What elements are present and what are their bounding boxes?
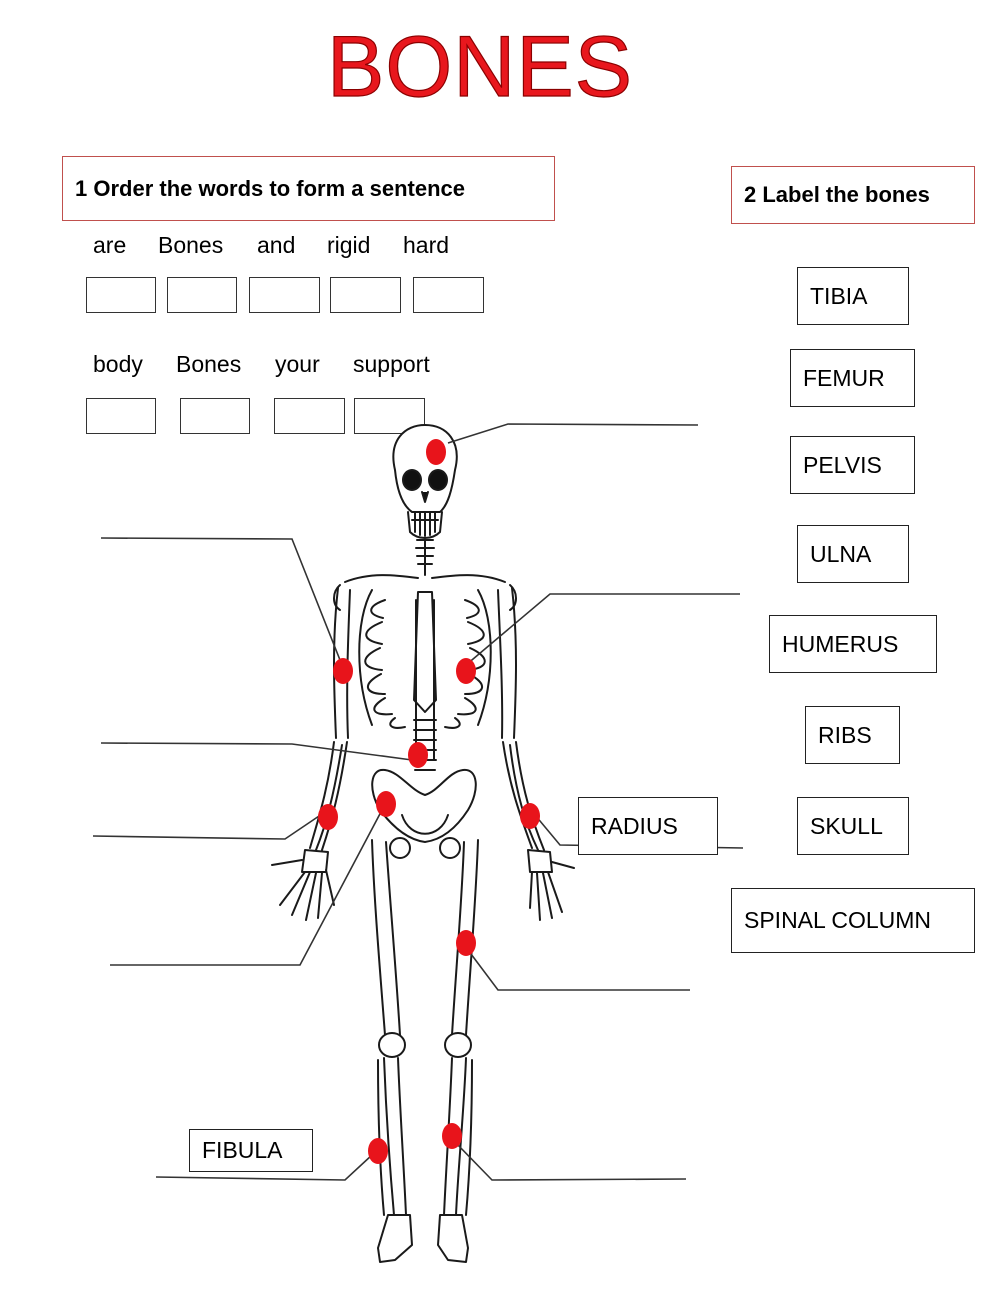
answer-slot[interactable] (413, 277, 484, 313)
exercise-2-heading-text: 2 Label the bones (744, 182, 930, 207)
exercise-1-heading: 1 Order the words to form a sentence (62, 156, 555, 221)
word-tile[interactable]: support (353, 351, 430, 377)
leader-line (92, 811, 326, 840)
bone-markers (318, 439, 540, 1164)
leader-line (447, 423, 699, 444)
exercise-2-heading: 2 Label the bones (731, 166, 975, 224)
word-tile[interactable]: Bones (176, 351, 242, 377)
label-text: SKULL (810, 812, 883, 839)
label-text: RIBS (818, 721, 872, 748)
page-title: BONES (326, 18, 634, 115)
word-tile[interactable]: body (93, 351, 143, 377)
word-tile[interactable]: and (257, 232, 296, 258)
label-text: ULNA (810, 540, 872, 567)
marker-pelvis[interactable] (376, 791, 396, 817)
answer-slot[interactable] (249, 277, 320, 313)
marker-fibula[interactable] (368, 1138, 388, 1164)
label-femur[interactable]: FEMUR (790, 349, 915, 407)
placed-label-radius[interactable]: RADIUS (578, 797, 718, 855)
label-text: TIBIA (810, 282, 868, 309)
answer-slot[interactable] (86, 277, 156, 313)
word-tile[interactable]: Bones (158, 232, 224, 258)
marker-tibia[interactable] (442, 1123, 462, 1149)
leader-line (454, 1141, 687, 1181)
word-tile[interactable]: your (275, 351, 320, 377)
leader-line (100, 537, 341, 661)
answer-slot[interactable] (86, 398, 156, 434)
word-tile[interactable]: hard (403, 232, 450, 258)
label-humerus[interactable]: HUMERUS (769, 615, 937, 673)
answer-slot[interactable] (167, 277, 237, 313)
leader-line (465, 593, 740, 666)
leader-line (467, 949, 690, 991)
label-text: FIBULA (202, 1137, 283, 1163)
answer-slot[interactable] (330, 277, 401, 313)
exercise-1-heading-text: 1 Order the words to form a sentence (75, 175, 465, 201)
marker-femur[interactable] (456, 930, 476, 956)
leader-line (100, 742, 413, 761)
label-text: SPINAL COLUMN (744, 907, 932, 933)
label-tibia[interactable]: TIBIA (797, 267, 909, 325)
label-text: PELVIS (803, 451, 882, 478)
marker-ribs[interactable] (456, 658, 476, 684)
skeleton-illustration (271, 424, 575, 1263)
marker-radius[interactable] (520, 803, 540, 829)
label-ulna[interactable]: ULNA (797, 525, 909, 583)
marker-skull[interactable] (426, 439, 446, 465)
leader-line (155, 1154, 373, 1181)
marker-humerus[interactable] (333, 658, 353, 684)
marker-spinal-column[interactable] (408, 742, 428, 768)
label-skull[interactable]: SKULL (797, 797, 909, 855)
leader-line (110, 809, 383, 966)
marker-ulna[interactable] (318, 804, 338, 830)
word-tile[interactable]: rigid (327, 232, 371, 258)
placed-label-fibula[interactable]: FIBULA (189, 1129, 313, 1172)
answer-slot[interactable] (274, 398, 345, 434)
label-pelvis[interactable]: PELVIS (790, 436, 915, 494)
word-tile[interactable]: are (93, 232, 127, 258)
answer-slot[interactable] (180, 398, 250, 434)
label-text: FEMUR (803, 364, 885, 391)
label-spinal-column[interactable]: SPINAL COLUMN (731, 888, 975, 953)
label-ribs[interactable]: RIBS (805, 706, 900, 764)
leader-lines (92, 423, 744, 1181)
label-text: RADIUS (591, 812, 678, 839)
label-text: HUMERUS (782, 630, 899, 657)
